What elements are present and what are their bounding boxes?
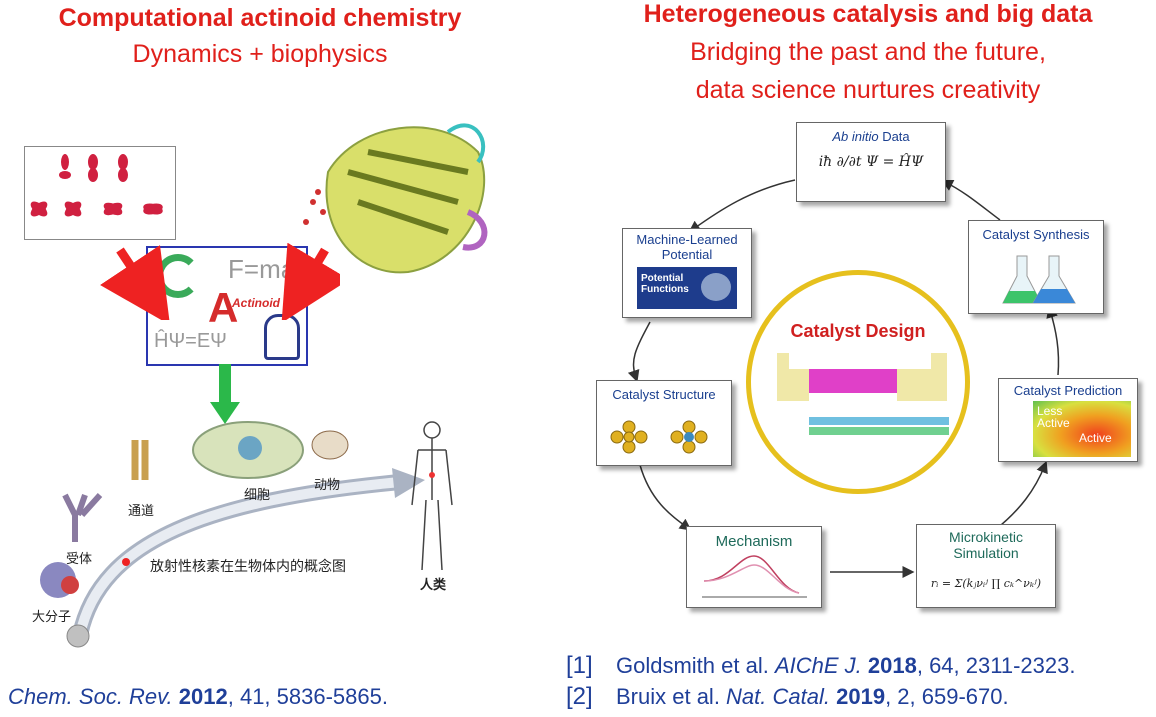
label-cell: 细胞 [244,488,271,503]
potential-functions-label: Potential Functions [641,273,689,295]
red-arrow-right [281,242,340,320]
node-catalyst-synthesis: Catalyst Synthesis [968,220,1104,314]
ref-2-year: 2019 [836,684,886,709]
label-animal: 动物 [314,478,341,493]
right-subtitle-line2: data science nurtures creativity [695,76,1041,104]
human-figure-icon [411,421,453,571]
ref-2-journal: Nat. Catal. [726,684,830,709]
active-label: Active [1079,431,1112,445]
catalyst-synthesis-label: Catalyst Synthesis [982,227,1090,242]
right-reference-2: [2] Bruix et al. Nat. Catal. 2019, 2, 659… [566,683,1009,711]
microkinetic-label: Microkinetic Simulation [949,529,1023,561]
cylinder-icon [264,314,300,360]
input-arrows [100,242,340,320]
label-human: 人类 [420,578,447,593]
ref-1-authors: Goldsmith et al. [616,653,775,678]
actinoid-label: Actinoid [232,296,280,310]
rate-equation: rᵢ = Σ(kⱼνᵢʲ ∏ cₖ^νₖʲ) [930,577,1042,590]
flask-icon [1002,255,1076,304]
orbital-shapes [30,154,163,217]
channel-icon [131,440,149,480]
ref-2-authors: Bruix et al. [616,684,727,709]
label-channel: 通道 [128,504,155,519]
catalyst-design-label: Catalyst Design [790,321,926,341]
cluster-structure-icon [610,420,708,454]
actinoid-concept-frame: F=ma A Actinoid ĤΨ=EΨ [146,246,308,366]
rabbit-icon [311,430,349,460]
ref-1-number: [1] [566,652,593,679]
brain-icon [701,273,731,301]
periodic-table-icon [777,353,949,435]
biological-pathway [40,421,453,648]
node-catalyst-structure: Catalyst Structure [596,380,732,466]
legend-dot [122,558,130,566]
catalysis-cycle-arrows [627,179,1060,578]
right-reference-1: [1] Goldsmith et al. AIChE J. 2018, 64, 2… [566,652,1075,680]
orbital-panel [24,146,176,240]
energy-profile-icon [702,555,807,598]
green-down-arrow [210,364,240,424]
ref-1-journal: AIChE J. [774,653,862,678]
node-catalyst-prediction: Catalyst Prediction Less Active Active [998,378,1138,462]
right-subtitle-line1: Bridging the past and the future, [690,38,1046,66]
ref-2-details: , 2, 659-670. [885,684,1009,709]
ab-initio-rest: Data [878,129,910,144]
mechanism-label: Mechanism [715,533,793,550]
label-receptor: 受体 [66,552,93,567]
schrodinger-equation: iħ ∂/∂t Ψ = ĤΨ [818,154,924,170]
left-subtitle: Dynamics + biophysics [132,40,388,68]
catalyst-prediction-label: Catalyst Prediction [1013,383,1123,398]
ref-1-details: , 64, 2311-2323. [916,653,1076,678]
catalyst-structure-label: Catalyst Structure [612,387,716,402]
actinoid-letter: A [208,284,239,331]
left-ref-journal: Chem. Soc. Rev. [8,684,173,709]
ref-2-number: [2] [566,683,593,710]
activity-heatmap: Less Active Active [1033,401,1131,457]
node-mechanism: Mechanism [686,526,822,608]
red-arrow-left [100,245,170,320]
node-microkinetic-simulation: Microkinetic Simulation rᵢ = Σ(kⱼνᵢʲ ∏ c… [916,524,1056,608]
protein-structure-image [298,112,498,282]
receptor-icon [62,492,103,542]
left-reference: Chem. Soc. Rev. 2012, 41, 5836-5865. [8,684,388,710]
label-legend: 放射性核素在生物体内的概念图 [150,559,346,575]
node-ml-potential: Machine-Learned Potential Potential Func… [622,228,752,318]
ml-potential-label: Machine-Learned Potential [636,232,738,262]
potential-functions-panel: Potential Functions [637,267,737,309]
right-title: Heterogeneous catalysis and big data [643,0,1093,28]
left-ref-year: 2012 [178,684,228,709]
node-ab-initio-data: Ab initio Data iħ ∂/∂t Ψ = ĤΨ [796,122,946,202]
ab-initio-italic: Ab initio [832,129,879,144]
less-active-label: Less Active [1037,404,1070,430]
label-macromolecule: 大分子 [32,610,72,625]
left-title: Computational actinoid chemistry [58,4,462,32]
ab-initio-label: Ab initio Data [797,129,945,144]
node-catalyst-design: Catalyst Design [746,270,970,494]
left-ref-details: , 41, 5836-5865. [227,684,388,709]
hpsi-formula: ĤΨ=EΨ [154,330,227,352]
ref-1-year: 2018 [867,653,917,678]
